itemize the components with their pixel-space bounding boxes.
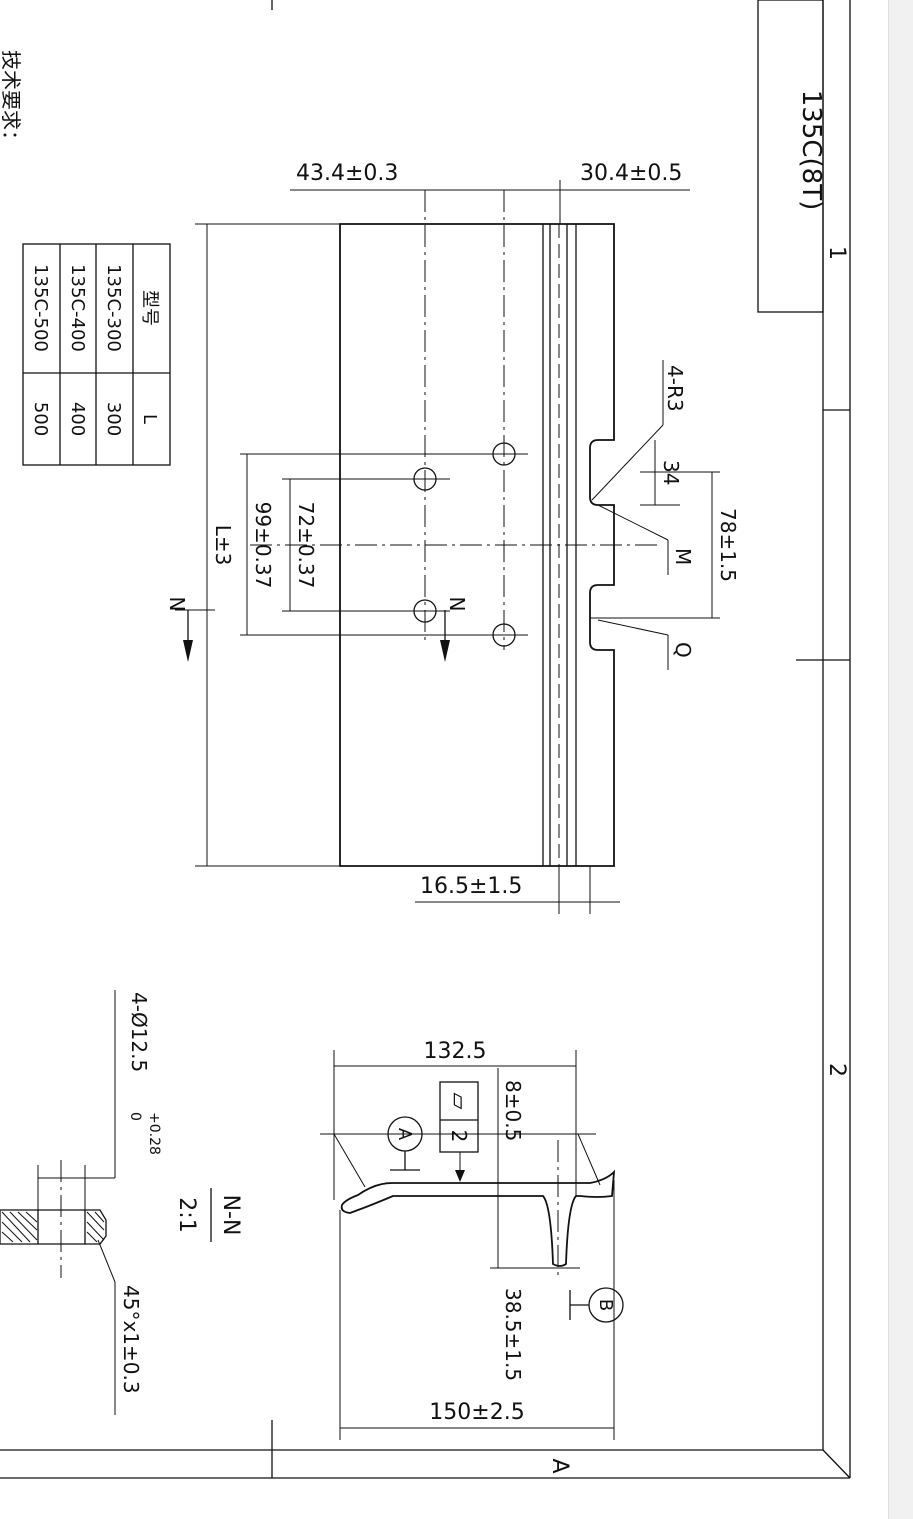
table-cell-model-2: 135C-400 [67, 264, 88, 352]
drawing-sheet: 135C(8T) 1 2 A 技术要求： 型号 L 135C-300 300 1… [0, 0, 851, 1479]
table-header-model: 型号 [139, 290, 160, 326]
datum-b: B [595, 1299, 616, 1311]
hole-callout: 4-Ø12.5 [127, 992, 151, 1072]
sheet-border [0, 0, 851, 1479]
dim-flange-offset: 16.5±1.5 [420, 874, 522, 899]
hole-3 [492, 442, 516, 466]
table-header-l: L [139, 414, 160, 424]
zone-mark-2: 2 [824, 1063, 849, 1077]
dim-hole-pitch-1: 99±0.37 [251, 502, 275, 589]
dim-section-height: 38.5±1.5 [501, 1288, 525, 1381]
dim-notch-spacing: 78±1.5 [716, 508, 740, 582]
hole-tol-lower: 0 [127, 1112, 143, 1121]
zone-mark-a: A [547, 1458, 572, 1473]
hole-tol-upper: +0.28 [146, 1112, 162, 1155]
table-cell-l-3: 500 [30, 402, 51, 436]
plan-view: 43.4±0.3 30.4±0.5 L±3 99±0.37 72±0.37 N … [165, 161, 740, 914]
model-table: 型号 L 135C-300 300 135C-400 400 135C-500 … [22, 243, 171, 466]
label-m: M [671, 548, 695, 565]
section-n-mark-1: N [165, 597, 189, 612]
dim-hole-pitch-2: 72±0.37 [294, 502, 318, 589]
title-block: 135C(8T) 1 2 A [547, 0, 849, 1474]
label-q: Q [671, 642, 695, 658]
dim-hole-offset-2: 30.4±0.5 [580, 161, 682, 186]
dim-width-total: 150±2.5 [429, 1400, 524, 1425]
table-cell-l-1: 300 [103, 402, 124, 436]
dim-length: L±3 [211, 525, 235, 566]
hole-2 [413, 599, 437, 623]
dim-notch-depth: 34 [659, 460, 683, 485]
section-title: N-N [218, 1195, 243, 1236]
hole-1 [413, 467, 437, 491]
scrollbar-track[interactable] [888, 0, 913, 1519]
model-code: 135C(8T) [796, 90, 826, 211]
dim-notch-radius: 4-R3 [663, 365, 687, 412]
dim-flatness-height: 8±0.5 [501, 1080, 525, 1141]
table-cell-l-2: 400 [67, 402, 88, 436]
dim-hole-offset-1: 43.4±0.3 [296, 161, 398, 186]
flatness-symbol: ▱ [446, 1093, 471, 1110]
chamfer-callout: 45°x1±0.3 [119, 1285, 143, 1394]
section-n-mark-2: N [445, 597, 469, 612]
hole-detail: 4-Ø12.5 +0.28 0 45°x1±0.3 [0, 990, 162, 1415]
flatness-value: 2 [447, 1130, 471, 1143]
zone-mark-1: 1 [824, 246, 849, 260]
table-cell-model-1: 135C-300 [103, 264, 124, 352]
section-view: 132.5 8±0.5 ▱ 2 A B 38.5±1.5 150±2.5 N [174, 1039, 624, 1440]
hole-4 [492, 623, 516, 647]
table-cell-model-3: 135C-500 [30, 264, 51, 352]
tech-requirements-label: 技术要求： [0, 50, 23, 150]
dim-width-top: 132.5 [424, 1039, 487, 1064]
datum-a: A [394, 1128, 415, 1141]
section-scale: 2:1 [174, 1197, 199, 1232]
